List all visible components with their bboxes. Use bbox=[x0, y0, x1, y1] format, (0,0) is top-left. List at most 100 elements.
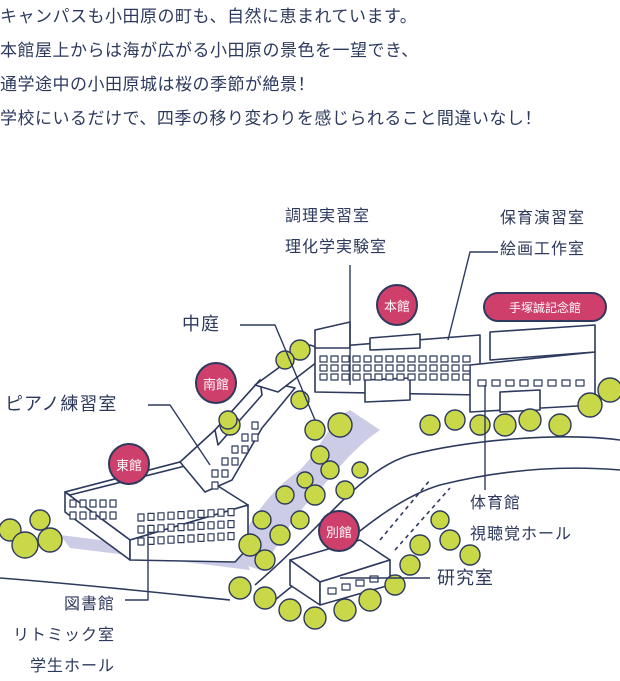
window bbox=[319, 364, 328, 372]
window bbox=[341, 373, 350, 381]
window bbox=[341, 364, 350, 372]
window bbox=[352, 355, 361, 363]
window bbox=[89, 511, 97, 520]
window bbox=[217, 520, 225, 529]
tree bbox=[459, 544, 481, 566]
window bbox=[137, 525, 145, 534]
window bbox=[157, 536, 165, 545]
tree bbox=[269, 524, 291, 546]
window bbox=[137, 537, 145, 546]
tree bbox=[320, 460, 340, 480]
tree bbox=[384, 574, 406, 596]
window bbox=[227, 519, 235, 529]
window bbox=[137, 513, 145, 522]
intro-line-3: 通学途中の小田原城は桜の季節が絶景！ bbox=[0, 75, 315, 95]
window bbox=[330, 364, 339, 372]
tree bbox=[303, 606, 327, 630]
window bbox=[462, 373, 471, 381]
tree bbox=[29, 509, 51, 531]
window bbox=[396, 364, 405, 372]
window bbox=[251, 433, 259, 442]
window bbox=[227, 508, 235, 517]
window bbox=[429, 355, 438, 363]
window bbox=[355, 579, 365, 587]
tree bbox=[335, 480, 355, 500]
window bbox=[207, 533, 215, 542]
window bbox=[533, 379, 543, 387]
window bbox=[418, 355, 427, 363]
intro-line-1: キャンパスも小田原の町も、自然に恵まれています。 bbox=[0, 7, 418, 27]
tree bbox=[290, 510, 310, 530]
window bbox=[177, 534, 185, 544]
window bbox=[187, 534, 195, 543]
window bbox=[363, 355, 372, 363]
window bbox=[385, 364, 394, 372]
window bbox=[227, 531, 235, 541]
tree bbox=[37, 527, 63, 553]
tree bbox=[430, 510, 450, 530]
tree bbox=[310, 445, 330, 465]
window bbox=[561, 379, 571, 387]
tree bbox=[597, 377, 620, 403]
window bbox=[207, 521, 215, 530]
tree bbox=[11, 531, 39, 559]
window bbox=[519, 379, 529, 387]
courtyard-area bbox=[230, 410, 380, 570]
window bbox=[396, 355, 405, 363]
window bbox=[547, 379, 557, 387]
window bbox=[369, 575, 379, 583]
window bbox=[221, 469, 229, 478]
tree bbox=[469, 414, 491, 436]
tree bbox=[439, 529, 461, 551]
window bbox=[341, 583, 351, 591]
window bbox=[451, 355, 460, 363]
window bbox=[177, 522, 185, 532]
window bbox=[407, 355, 416, 363]
tree bbox=[289, 339, 311, 361]
window bbox=[167, 535, 175, 544]
window bbox=[385, 355, 394, 363]
window bbox=[341, 355, 350, 363]
window bbox=[451, 373, 460, 381]
tree bbox=[333, 598, 357, 622]
window bbox=[440, 364, 449, 372]
window bbox=[79, 511, 87, 520]
window bbox=[231, 445, 239, 454]
window bbox=[418, 373, 427, 381]
tree bbox=[358, 588, 382, 612]
window bbox=[69, 511, 77, 520]
window bbox=[197, 533, 205, 543]
window bbox=[187, 522, 195, 531]
tree bbox=[419, 414, 441, 436]
trees bbox=[0, 339, 620, 630]
intro-line-2: 本館屋上からは海が広がる小田原の景色を一望でき、 bbox=[0, 41, 419, 61]
window bbox=[374, 373, 383, 381]
tree bbox=[228, 576, 252, 600]
window bbox=[99, 499, 107, 508]
tree bbox=[253, 586, 277, 610]
gym-building bbox=[469, 324, 596, 413]
leader-lines bbox=[125, 251, 498, 601]
label-gymnasium: 体育館視聴覚ホール bbox=[470, 493, 573, 543]
tree bbox=[409, 534, 431, 556]
tree bbox=[278, 598, 302, 622]
window bbox=[197, 509, 205, 518]
window bbox=[330, 355, 339, 363]
tree bbox=[444, 409, 466, 431]
window bbox=[330, 373, 339, 381]
window bbox=[319, 355, 328, 363]
label-childcare-room: 保育演習室絵画工作室 bbox=[500, 208, 586, 258]
window bbox=[207, 509, 215, 518]
tree bbox=[399, 554, 421, 576]
window bbox=[69, 499, 77, 508]
higashikan-badge: 東館 bbox=[108, 443, 150, 485]
tree bbox=[493, 413, 517, 437]
window bbox=[363, 373, 372, 381]
window bbox=[327, 587, 337, 595]
window bbox=[157, 512, 165, 521]
building-windows bbox=[69, 355, 585, 595]
tree bbox=[577, 392, 603, 418]
window bbox=[177, 511, 185, 520]
window bbox=[575, 379, 585, 387]
